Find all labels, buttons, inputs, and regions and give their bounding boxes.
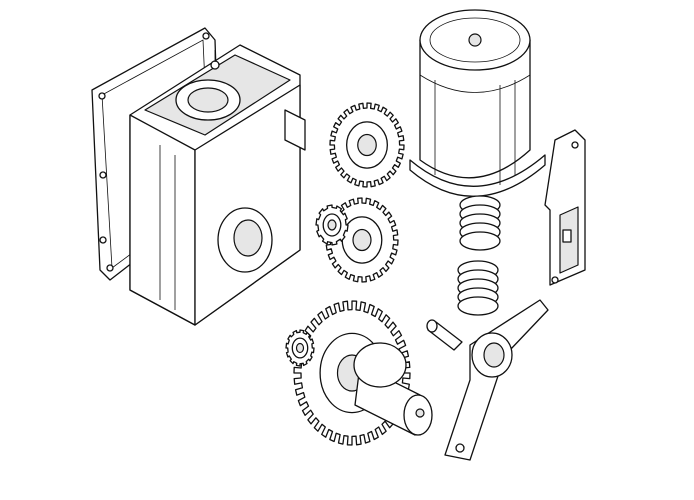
motor-worm-screw (459, 195, 501, 251)
output-shaft (353, 342, 433, 436)
release-lever (444, 299, 549, 461)
gearbox-housing (129, 44, 306, 326)
intermediate-gear-upper (329, 102, 405, 188)
small-pinion-gear (315, 204, 349, 246)
shaft-end-cap (285, 329, 315, 367)
release-pin (426, 319, 463, 351)
worm-wheel (457, 260, 499, 316)
limit-switch-bracket (544, 129, 586, 286)
electric-motor (409, 9, 546, 197)
